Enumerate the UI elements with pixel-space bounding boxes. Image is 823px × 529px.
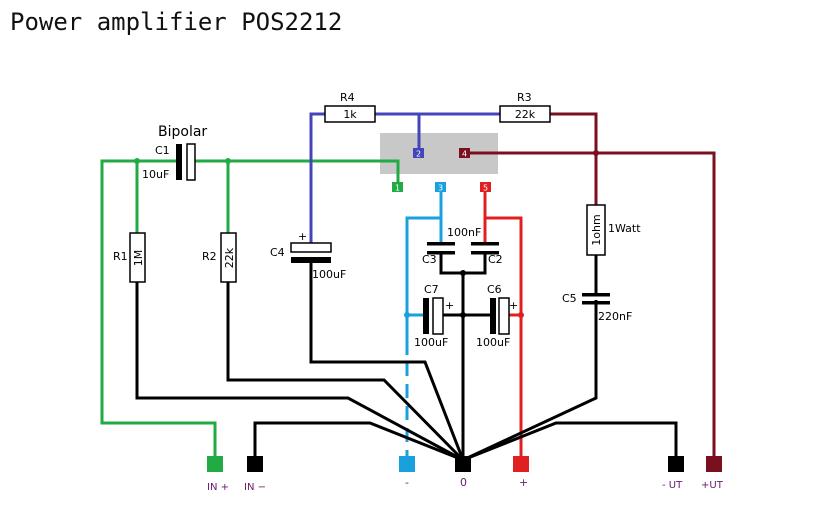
r4-ref: R4: [340, 91, 355, 104]
r1-ref: R1: [113, 250, 128, 263]
label-negative: -: [405, 476, 409, 489]
ic-pin-1: 1: [395, 184, 400, 193]
r3-value: 22k: [515, 108, 536, 121]
c6-value: 100uF: [476, 336, 510, 349]
ic-pin-4: 4: [462, 150, 467, 159]
terminal-in-plus: [207, 456, 223, 472]
c1-value: 10uF: [142, 168, 169, 181]
c4-ref: C4: [270, 246, 285, 259]
terminal-ut-plus: [706, 456, 722, 472]
input-wiring: [100, 159, 400, 460]
capacitor-c3: [427, 242, 455, 255]
label-ut-plus: +UT: [701, 480, 724, 491]
label-ground: 0: [460, 476, 467, 489]
c1-ref: C1: [155, 144, 170, 157]
c7-polarity: +: [445, 299, 454, 312]
terminal-in-minus: [247, 456, 263, 472]
page-title: Power amplifier POS2212: [10, 8, 343, 36]
capacitor-c7: [423, 297, 444, 335]
ic-pin-5: 5: [483, 184, 488, 193]
label-in-plus: IN +: [207, 482, 229, 493]
capacitor-c5: [582, 293, 610, 305]
r2-ref: R2: [202, 250, 217, 263]
ic-pin-3: 3: [438, 184, 443, 193]
r1-value: 1M: [132, 250, 145, 267]
terminal-ground: [455, 456, 471, 472]
r5-value: 1ohm: [590, 214, 603, 245]
c7-value: 100uF: [414, 336, 448, 349]
label-positive: +: [519, 476, 528, 489]
output-wiring: [470, 112, 716, 460]
positive-rail-wiring: [483, 190, 523, 460]
capacitor-c6: [490, 297, 510, 335]
resistor-r4: [324, 105, 376, 123]
c6-ref: C6: [487, 283, 502, 296]
r4-value: 1k: [343, 108, 357, 121]
resistor-r3: [499, 105, 551, 123]
r2-value: 22k: [223, 247, 236, 268]
c5-ref: C5: [562, 292, 577, 305]
r3-ref: R3: [517, 91, 532, 104]
label-ut-minus: - UT: [662, 480, 683, 491]
resistor-1ohm: [586, 204, 606, 256]
c4-value: 100uF: [312, 268, 346, 281]
terminal-negative: [399, 456, 415, 472]
resistor-r1: [129, 232, 146, 283]
r5-rating: 1Watt: [608, 222, 641, 235]
c2-ref: C2: [488, 253, 503, 266]
capacitor-c4: [290, 242, 332, 263]
capacitor-c2: [471, 242, 499, 255]
c3-ref: C3: [422, 253, 437, 266]
c5-value: 220nF: [598, 310, 632, 323]
c1-note: Bipolar: [158, 124, 207, 140]
label-in-minus: IN −: [244, 482, 266, 493]
c4-polarity: +: [298, 230, 307, 243]
c7-ref: C7: [424, 283, 439, 296]
ic-pin-2: 2: [416, 150, 421, 159]
terminal-positive: [513, 456, 529, 472]
terminal-ut-minus: [668, 456, 684, 472]
resistor-r2: [220, 232, 237, 283]
capacitor-c1: [176, 143, 196, 181]
negative-rail-wiring: [405, 190, 443, 460]
c6-polarity: +: [509, 299, 518, 312]
c3-value: 100nF: [447, 226, 481, 239]
feedback-wiring: [309, 112, 500, 243]
